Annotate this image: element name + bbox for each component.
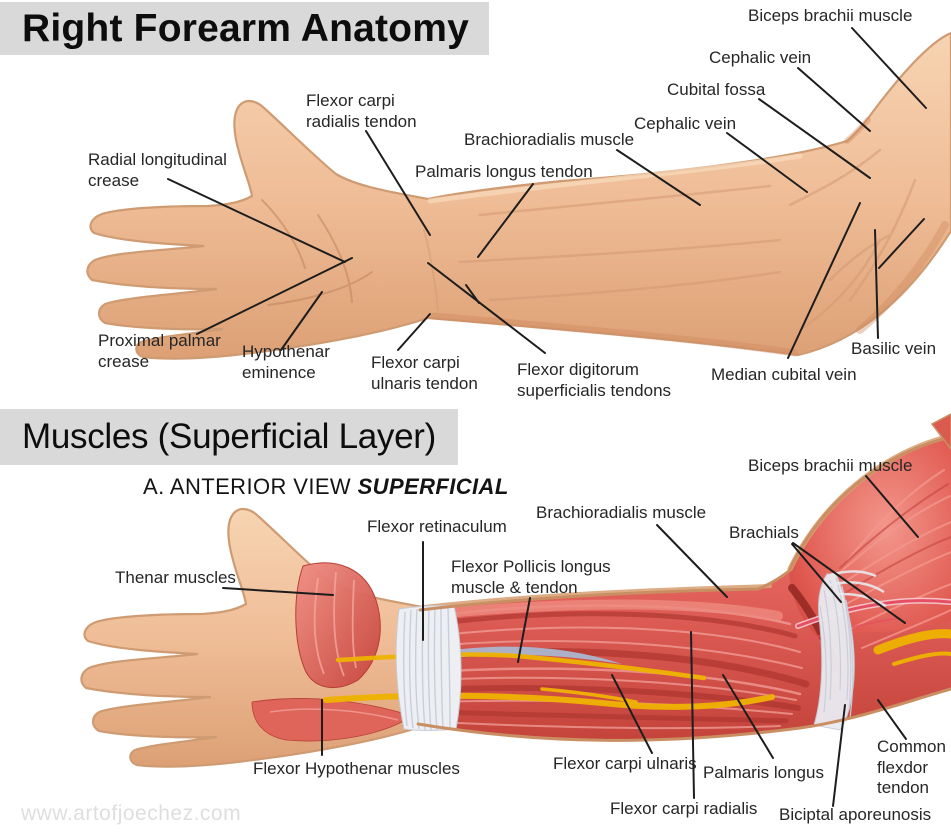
section-title-bar-top: Right Forearm Anatomy	[0, 2, 489, 55]
thenar-striations	[313, 571, 357, 677]
label-cubital-fossa: Cubital fossa	[667, 80, 766, 99]
label-flexor-retinaculum: Flexor retinaculum	[367, 517, 507, 536]
leader-median-cubital-vein	[787, 202, 861, 359]
leader-cubital-fossa	[758, 98, 871, 179]
label-flexor-carpi-radialis-tendon: Flexor carpi radialis tendon	[306, 91, 417, 131]
skin-arm-silhouette	[86, 31, 951, 360]
label-radial-longitudinal-crease: Radial longitudinal crease	[88, 150, 227, 190]
leader-basilic-vein-main	[874, 229, 879, 339]
label-basilic-vein: Basilic vein	[851, 339, 937, 358]
leader-cephalic-vein-upper	[797, 67, 871, 132]
muscle-arm-silhouette	[418, 437, 951, 741]
label-flexor-carpi-radialis-bottom: Flexor carpi radialis	[610, 799, 758, 818]
leader-flexor-pollicis-longus	[517, 597, 531, 663]
leader-radial-longitudinal-crease	[167, 178, 346, 263]
section-title-top: Right Forearm Anatomy	[22, 6, 469, 50]
leader-proximal-palmar-crease	[196, 257, 353, 335]
view-subtitle-emphasis: SUPERFICIAL	[357, 474, 509, 499]
label-common-flexor-tendon: Common flexdor tendon	[877, 737, 946, 798]
label-brachioradialis-muscle-bottom: Brachioradialis muscle	[536, 503, 707, 522]
label-proximal-palmar-crease: Proximal palmar crease	[98, 331, 221, 371]
label-flexor-pollicis-longus: Flexor Pollicis longus muscle & tendon	[451, 557, 611, 597]
leader-biceps-brachii-bottom	[865, 475, 919, 538]
blue-tendon	[454, 646, 622, 664]
leader-flexor-digitorum-branch	[465, 284, 480, 304]
muscle-anatomy-figure	[80, 413, 951, 768]
leader-brachials-1	[791, 543, 842, 603]
label-hypothenar-eminence: Hypothenar eminence	[242, 342, 330, 382]
label-cephalic-vein-upper: Cephalic vein	[709, 48, 812, 67]
leader-flexor-carpi-ulnaris-tendon	[397, 313, 431, 351]
thenar-muscle-shape	[295, 562, 381, 689]
label-biceps-brachii-muscle-top: Biceps brachii muscle	[748, 6, 913, 25]
label-palmaris-longus-tendon: Palmaris longus tendon	[415, 162, 593, 181]
surface-anatomy-figure	[86, 31, 951, 360]
leader-flexor-digitorum-main	[427, 262, 546, 354]
leader-brachioradialis-bottom	[656, 524, 728, 598]
view-subtitle-prefix: A. ANTERIOR VIEW	[143, 474, 358, 499]
label-flexor-hypothenar-muscles: Flexor Hypothenar muscles	[253, 759, 460, 778]
brachioradialis-strip	[431, 599, 783, 621]
label-flexor-digitorum-superficialis-tendons: Flexor digitorum superficialis tendons	[517, 360, 672, 400]
label-brachials: Brachials	[729, 523, 799, 542]
section-title-bottom: Muscles (Superficial Layer)	[22, 417, 436, 456]
leader-flexor-carpi-ulnaris-bottom	[611, 674, 653, 754]
aponeurosis-striations	[819, 577, 854, 719]
label-bicipital-aponeurosis: Biciptal aporeunosis	[779, 805, 932, 824]
leader-basilic-vein-branch	[878, 218, 925, 269]
leader-thenar-muscles	[222, 587, 334, 596]
forearm-veins	[458, 148, 917, 332]
leader-bicipital-aponeurosis	[832, 704, 846, 807]
leader-lines	[167, 27, 927, 807]
label-flexor-carpi-ulnaris-tendon: Flexor carpi ulnaris tendon	[371, 353, 478, 393]
leader-flexor-carpi-radialis-bottom	[690, 631, 695, 799]
leader-common-flexor-tendon	[877, 699, 907, 740]
leader-brachials-2	[792, 542, 906, 624]
leader-cephalic-vein-lower	[726, 132, 808, 193]
skin-shading	[423, 117, 949, 357]
brachial-artery	[795, 597, 951, 641]
label-thenar-muscles: Thenar muscles	[115, 568, 236, 587]
label-median-cubital-vein: Median cubital vein	[711, 365, 857, 384]
label-cephalic-vein-lower: Cephalic vein	[634, 114, 737, 133]
leader-palmaris-longus-tendon	[477, 183, 534, 258]
label-palmaris-longus-bottom: Palmaris longus	[703, 763, 824, 782]
hypothenar-striation	[269, 708, 399, 721]
label-flexor-carpi-ulnaris-bottom: Flexor carpi ulnaris	[553, 754, 697, 773]
muscle-arm-outline	[416, 435, 951, 742]
label-biceps-brachii-muscle-bottom: Biceps brachii muscle	[748, 456, 913, 475]
view-subtitle: A. ANTERIOR VIEW SUPERFICIAL	[143, 474, 509, 500]
section-title-bar-bottom: Muscles (Superficial Layer)	[0, 409, 458, 465]
artist-watermark: www.artofjoechez.com	[21, 802, 242, 825]
leader-hypothenar-eminence	[280, 291, 323, 351]
leader-flexor-carpi-radialis-tendon	[365, 130, 431, 236]
leader-biceps-brachii-top	[851, 27, 927, 109]
retinaculum-striations	[403, 605, 451, 731]
shoulder-sliver	[930, 413, 951, 451]
label-brachioradialis-muscle-top: Brachioradialis muscle	[464, 130, 635, 149]
leader-brachioradialis-top	[616, 149, 701, 206]
leader-palmaris-longus-bottom	[722, 674, 774, 759]
